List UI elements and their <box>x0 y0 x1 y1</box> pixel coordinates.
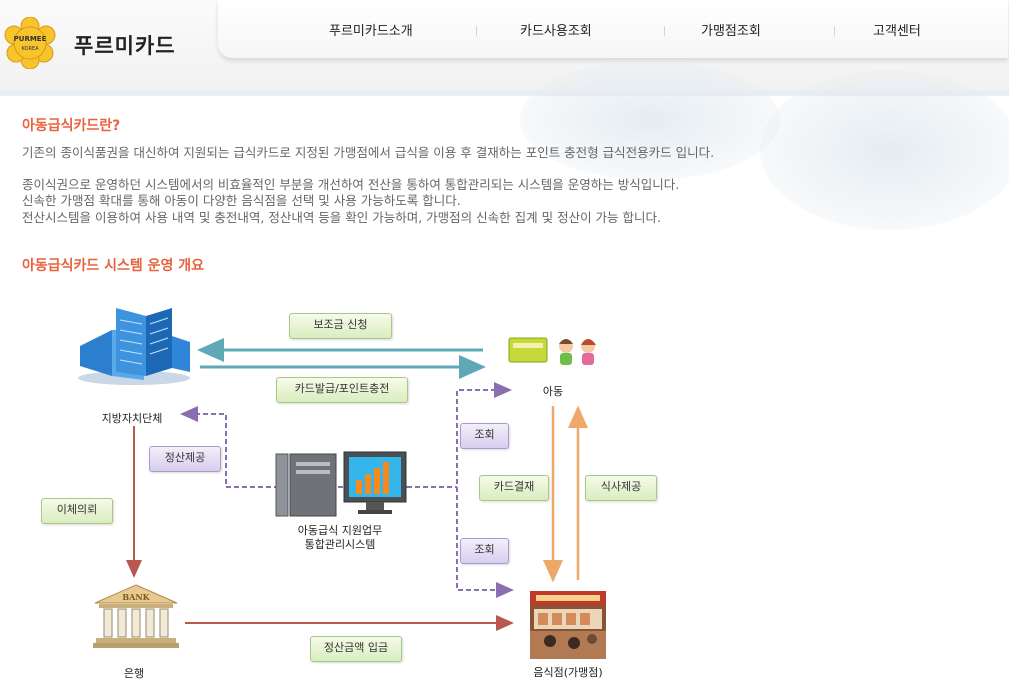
bank-label: 은행 <box>123 667 145 680</box>
main-nav: 푸르미카드소개 카드사용조회 가맹점조회 고객센터 <box>218 0 1008 58</box>
brand-name[interactable]: 푸르미카드 <box>74 34 176 58</box>
tag-transfer-request: 이체의뢰 <box>41 498 113 524</box>
header-divider <box>0 90 1009 96</box>
svg-text:KOREA: KOREA <box>22 46 40 52</box>
intro-detail-line: 종이식권으로 운영하던 시스템에서의 비효율적인 부분을 개선하여 전산을 통하… <box>22 177 680 192</box>
site-header: PURMEE KOREA 푸르미카드 푸르미카드소개 카드사용조회 가맹점조회 … <box>0 0 1009 96</box>
system-label-line2: 통합관리시스템 <box>304 538 376 551</box>
section-title-intro: 아동급식카드란? <box>22 118 121 134</box>
government-building-icon <box>78 308 190 385</box>
nav-intro[interactable]: 푸르미카드소개 <box>329 24 413 39</box>
system-overview-diagram: 지방자치단체 아동 아동급식 지원업무 통합관리시스템 BANK <box>0 280 1009 683</box>
government-label: 지방자치단체 <box>101 412 163 425</box>
nav-customer-center[interactable]: 고객센터 <box>873 24 921 39</box>
child-label: 아동 <box>542 385 564 398</box>
section-title-overview: 아동급식카드 시스템 운영 개요 <box>22 258 205 274</box>
svg-text:PURMEE: PURMEE <box>14 35 47 43</box>
bank-building-icon: BANK <box>93 584 179 648</box>
intro-detail-line: 신속한 가맹점 확대를 통해 아동이 다양한 음식점을 선택 및 사용 가능하도… <box>22 193 461 208</box>
arrow-inquiry-child <box>456 382 512 580</box>
tag-card-issue-charge: 카드발급/포인트충전 <box>276 377 408 403</box>
tag-subsidy-request: 보조금 신청 <box>289 313 392 339</box>
tag-card-payment: 카드결재 <box>479 475 549 501</box>
child-card-icon <box>508 337 596 365</box>
tag-inquiry-restaurant: 조회 <box>460 538 509 564</box>
system-label-line1: 아동급식 지원업무 <box>297 524 383 537</box>
diagram-arrows <box>126 338 588 631</box>
intro-detail-line: 전산시스템을 이용하여 사용 내역 및 충전내역, 정산내역 등을 확인 가능하… <box>22 210 661 225</box>
tag-settlement-deposit: 정산금액 입금 <box>310 636 402 662</box>
arrow-inquiry-restaurant <box>456 487 514 598</box>
purmee-logo-icon[interactable]: PURMEE KOREA <box>4 17 56 69</box>
tag-settlement-provide: 정산제공 <box>149 446 221 472</box>
nav-divider <box>476 26 477 36</box>
restaurant-label: 음식점(가맹점) <box>533 666 603 679</box>
nav-merchant-search[interactable]: 가맹점조회 <box>701 24 761 39</box>
computer-system-icon <box>275 451 407 517</box>
intro-paragraph: 기존의 종이식품권을 대신하여 지원되는 급식카드로 지정된 가맹점에서 급식을… <box>22 145 715 160</box>
nav-divider <box>834 26 835 36</box>
nav-card-usage[interactable]: 카드사용조회 <box>520 24 592 39</box>
system-label: 아동급식 지원업무 통합관리시스템 <box>268 524 412 552</box>
restaurant-photo-icon <box>530 591 606 659</box>
cloud-decoration <box>760 70 1009 230</box>
cloud-decoration <box>520 60 780 180</box>
nav-divider <box>664 26 665 36</box>
tag-meal-provide: 식사제공 <box>585 475 657 501</box>
svg-text:BANK: BANK <box>122 592 150 602</box>
tag-inquiry-child: 조회 <box>460 423 509 449</box>
